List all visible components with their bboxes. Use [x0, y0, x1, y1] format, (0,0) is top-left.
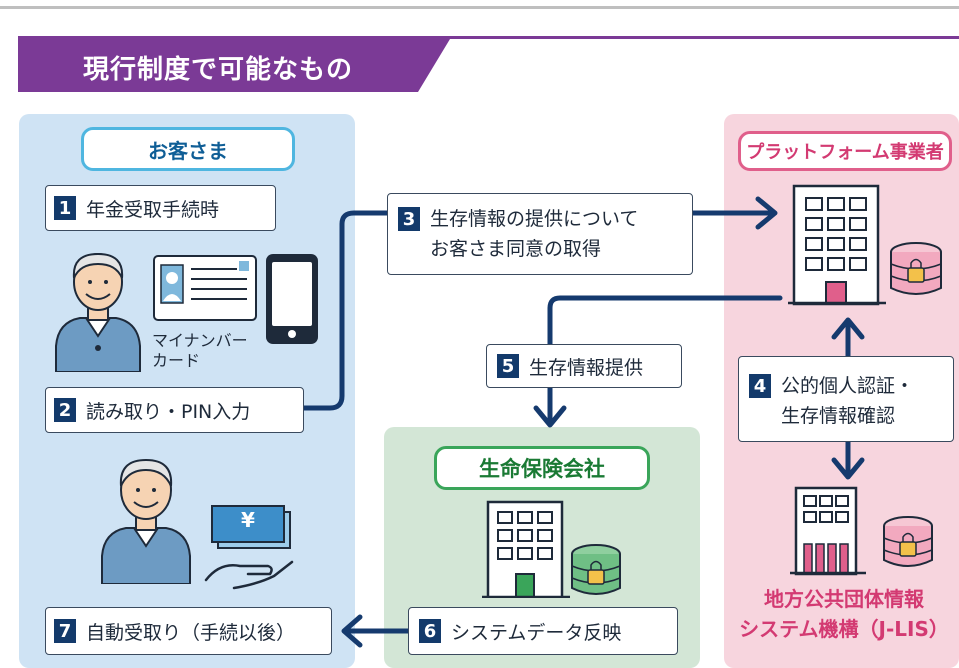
jlis-line2: システム機構（J-LIS） [739, 617, 949, 641]
connector-2-3 [301, 210, 390, 411]
arrowhead-up [831, 317, 865, 340]
step4-line2: 生存情報確認 [781, 405, 896, 427]
smartphone-icon [266, 254, 318, 344]
elderly-customer-icon [55, 252, 141, 372]
elderly-customer-receiving-icon [101, 458, 191, 584]
header-title: 現行制度で可能なもの [83, 55, 354, 85]
platform-title: プラットフォーム事業者 [738, 131, 952, 171]
step7-number: 7 [54, 619, 76, 643]
step6-label: システムデータ反映 [451, 621, 622, 644]
customer-title: お客さま [81, 127, 295, 171]
step5-box: 5 生存情報提供 [486, 344, 682, 388]
step5-label: 生存情報提供 [529, 356, 644, 379]
step2-label: 読み取り・PIN入力 [86, 400, 251, 423]
step3-number: 3 [398, 207, 420, 231]
connector-platform-life [547, 295, 783, 426]
section-header: 現行制度で可能なもの [18, 36, 959, 92]
life-insurer-building-icon [482, 500, 621, 598]
yen-symbol: ¥ [241, 508, 255, 532]
jlis-building-icon [790, 486, 933, 576]
step2-number: 2 [54, 398, 76, 422]
step1-box: 1 年金受取手続時 [45, 185, 276, 231]
step1-number: 1 [54, 196, 76, 220]
top-divider [0, 6, 959, 9]
step3-line2: お客さま同意の取得 [430, 238, 602, 260]
arrowhead-down [831, 457, 865, 480]
arrowhead-life [533, 405, 567, 428]
money-hand-icon [204, 505, 294, 590]
mynumber-card-icon [153, 255, 257, 321]
step4-line1: 公的個人認証・ [781, 375, 915, 397]
step4-box: 4 公的個人認証・ 生存情報確認 [738, 356, 954, 442]
step6-number: 6 [419, 619, 441, 643]
mynumber-card-label: マイナンバー カード [152, 331, 248, 371]
step2-box: 2 読み取り・PIN入力 [45, 387, 304, 433]
step3-box: 3 生存情報の提供について お客さま同意の取得 [387, 193, 693, 275]
step5-number: 5 [497, 354, 519, 378]
platform-building-icon [788, 184, 942, 306]
step7-box: 7 自動受取り（手続以後） [45, 607, 332, 655]
card-label-line1: マイナンバー [152, 331, 248, 350]
arrowhead-platform [755, 196, 778, 230]
header-banner-shape [18, 36, 959, 92]
step6-box: 6 システムデータ反映 [408, 607, 678, 655]
step3-line1: 生存情報の提供について [430, 208, 639, 230]
arrowhead-step7 [341, 614, 363, 648]
life-insurer-title: 生命保険会社 [434, 446, 650, 490]
step7-label: 自動受取り（手続以後） [86, 621, 296, 644]
card-label-line2: カード [152, 351, 201, 370]
step1-label: 年金受取手続時 [86, 198, 220, 221]
jlis-label: 地方公共団体情報 システム機構（J-LIS） [734, 584, 954, 644]
step4-number: 4 [749, 374, 771, 398]
jlis-line1: 地方公共団体情報 [764, 587, 924, 611]
